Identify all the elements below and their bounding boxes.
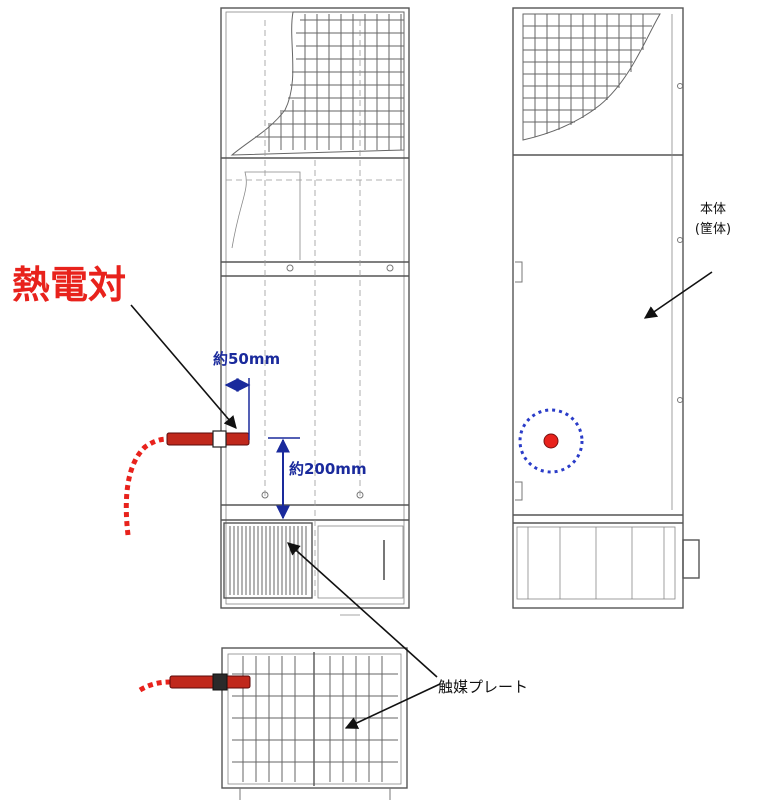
body-label-line1: 本体: [700, 202, 726, 217]
catalyst-leader-lower: [344, 683, 441, 729]
dimension-200mm-label: 約200mm: [289, 460, 367, 478]
side-top-grille: [522, 13, 661, 141]
catalyst-plate-label: 触媒プレート: [438, 678, 528, 696]
side-view-unit: [512, 7, 700, 609]
thermocouple-leader: [130, 304, 237, 429]
front-catalyst-box: [223, 522, 404, 599]
dimension-50mm: [224, 378, 251, 440]
front-view-unit: [220, 7, 410, 616]
measurement-point-ring: [518, 408, 584, 474]
side-catalyst-box: [516, 526, 700, 600]
thermocouple-lower: [138, 673, 251, 693]
measurement-point-dot: [543, 433, 559, 449]
dimension-200mm: [268, 437, 300, 520]
thermocouple-label: 熱電対: [12, 263, 126, 307]
body-leader: [643, 271, 713, 319]
dimension-50mm-label: 約50mm: [213, 350, 280, 368]
catalyst-leader-upper: [287, 542, 438, 678]
front-top-grille: [230, 11, 405, 156]
catalyst-plate-view: [221, 647, 408, 800]
body-label-line2: (筐体): [695, 221, 731, 237]
